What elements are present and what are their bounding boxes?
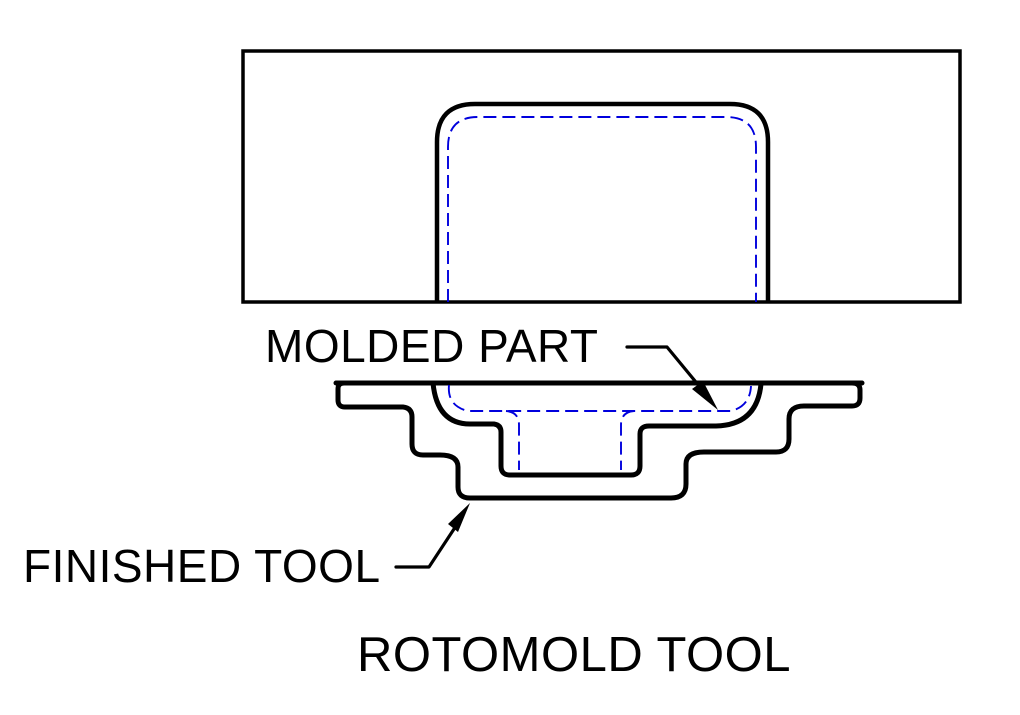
part-hidden-line-rib-left	[505, 410, 520, 470]
cavity-opening-outline	[434, 101, 771, 302]
molded-part-leader-line	[625, 345, 702, 389]
part-hidden-line-section	[447, 384, 752, 412]
finished-tool-leader-line	[394, 527, 456, 569]
finished-tool-arrowhead-icon	[448, 503, 470, 532]
molded-part-arrowhead-icon	[692, 381, 718, 410]
finished-tool-label: FINISHED TOOL	[23, 540, 381, 592]
top-view	[241, 49, 962, 304]
part-hidden-line-rib-right	[620, 410, 635, 470]
part-hidden-line-top-view	[447, 116, 757, 302]
diagram-title: ROTOMOLD TOOL	[357, 628, 791, 682]
molded-part-callout: MOLDED PART	[265, 320, 718, 410]
finished-tool-callout: FINISHED TOOL	[23, 503, 470, 592]
tool-block-outline	[241, 49, 962, 304]
section-view	[333, 380, 865, 501]
molded-part-label: MOLDED PART	[265, 320, 599, 372]
finished-tool-section-body	[335, 380, 863, 501]
